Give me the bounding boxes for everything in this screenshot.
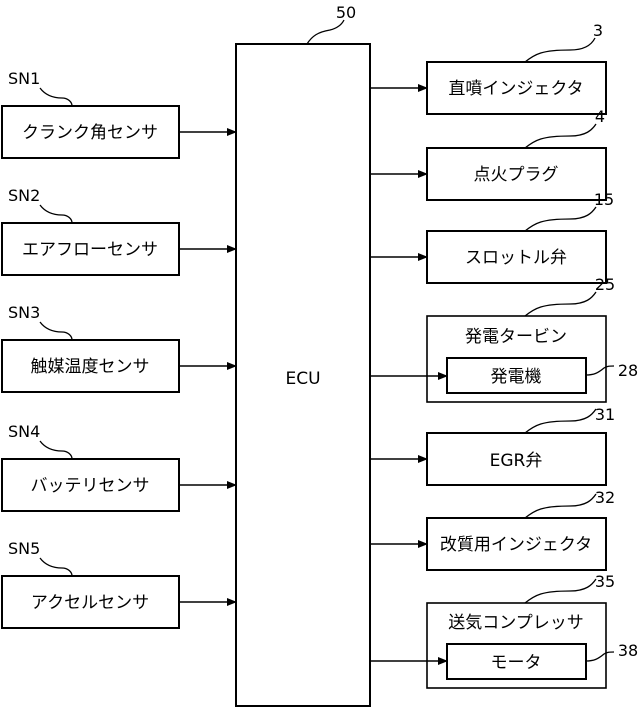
sensor-sn3: SN3 触媒温度センサ <box>1 303 237 393</box>
sensor-label: クランク角センサ <box>22 123 158 143</box>
sensor-sn5: SN5 アクセルセンサ <box>1 539 237 629</box>
actuator-label: スロットル弁 <box>465 248 567 268</box>
ecu-ref-leader <box>306 19 345 45</box>
actuator-ref-leader <box>524 206 597 232</box>
actuator-ref: 31 <box>595 405 615 424</box>
actuator-ref-leader <box>524 493 597 519</box>
sensor-label: バッテリセンサ <box>31 476 150 496</box>
actuator-label: 送気コンプレッサ <box>448 613 584 633</box>
sensor-ref: SN3 <box>8 303 40 322</box>
actuator-label: 点火プラグ <box>474 165 559 185</box>
actuator-label: 直噴インジェクタ <box>448 79 583 99</box>
generator-ref: 28 <box>618 361 638 380</box>
generator-ref-leader <box>585 365 615 376</box>
sensor-ref-leader <box>39 321 73 341</box>
motor-box <box>446 643 587 680</box>
ecu-block: ECU 50 <box>235 3 371 707</box>
actuator-ref: 35 <box>595 572 615 591</box>
motor-ref-leader <box>585 651 615 662</box>
actuator-ref: 25 <box>595 275 615 294</box>
actuator-direct-injector: 3 直噴インジェクタ <box>370 21 607 115</box>
actuator-ref: 32 <box>595 488 615 507</box>
actuator-ref: 3 <box>593 21 603 40</box>
sensor-ref: SN5 <box>8 539 40 558</box>
sensor-sn2: SN2 エアフローセンサ <box>1 186 237 276</box>
actuator-ref: 15 <box>594 190 614 209</box>
sensor-label: 触媒温度センサ <box>31 357 150 377</box>
actuator-ref-leader <box>524 37 596 63</box>
sensor-label: アクセルセンサ <box>31 593 149 613</box>
actuator-generator-turbine: 25 発電タービン 発電機 28 <box>370 275 638 403</box>
actuator-ref-leader <box>524 578 597 604</box>
actuator-throttle-valve: 15 スロットル弁 <box>370 190 614 284</box>
actuator-label: 改質用インジェクタ <box>440 535 592 555</box>
sensor-ref: SN4 <box>8 422 40 441</box>
actuator-label: EGR弁 <box>490 451 543 471</box>
actuator-ref-leader <box>524 291 597 317</box>
sensor-sn1: SN1 クランク角センサ <box>1 69 237 159</box>
actuator-label: 発電タービン <box>465 327 567 347</box>
sensor-ref: SN2 <box>8 186 40 205</box>
generator-label: 発電機 <box>491 367 542 387</box>
motor-label: モータ <box>491 653 542 673</box>
sensor-ref-leader <box>39 557 73 577</box>
ecu-ref: 50 <box>336 3 356 22</box>
actuator-ref-leader <box>524 123 597 149</box>
sensor-ref-leader <box>39 440 73 460</box>
sensor-ref: SN1 <box>8 69 40 88</box>
actuator-spark-plug: 4 点火プラグ <box>370 107 607 201</box>
sensor-ref-leader <box>39 204 73 224</box>
actuator-ref-leader <box>524 408 597 434</box>
motor-ref: 38 <box>618 641 638 660</box>
actuator-egr-valve: 31 EGR弁 <box>370 405 615 486</box>
actuator-ref: 4 <box>595 107 605 126</box>
ecu-label: ECU <box>285 369 320 389</box>
sensor-label: エアフローセンサ <box>22 240 158 260</box>
actuator-air-compressor: 35 送気コンプレッサ モータ 38 <box>370 572 638 689</box>
generator-box <box>446 357 587 394</box>
actuator-reforming-injector: 32 改質用インジェクタ <box>370 488 615 571</box>
sensor-ref-leader <box>39 87 73 107</box>
sensor-sn4: SN4 バッテリセンサ <box>1 422 237 512</box>
